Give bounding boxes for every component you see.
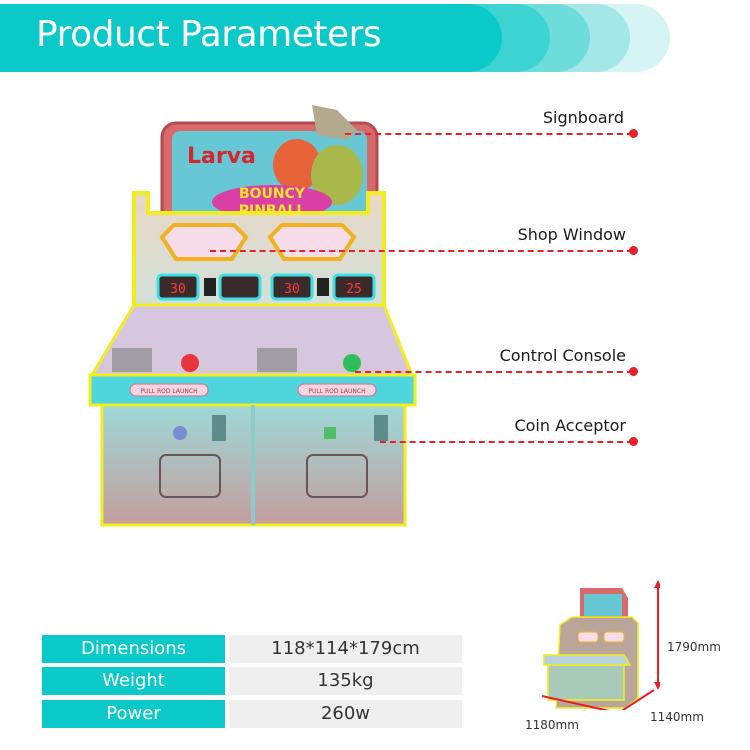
spec-key: Dimensions <box>42 635 225 663</box>
callout-dot-control-console <box>629 367 638 376</box>
launch-label-right: PULL ROD LAUNCH <box>308 388 365 395</box>
callout-label-shop-window: Shop Window <box>517 225 626 244</box>
callout-line-coin-acceptor <box>380 441 633 443</box>
base-cabinet <box>100 403 407 527</box>
callout-label-coin-acceptor: Coin Acceptor <box>514 416 626 435</box>
callout-dot-signboard <box>629 129 638 138</box>
spec-value: 118*114*179cm <box>229 635 462 663</box>
dimension-diagram <box>541 580 660 710</box>
dimension-width: 1180mm <box>525 718 579 732</box>
spec-value: 260w <box>229 700 462 728</box>
page-title: Product Parameters <box>36 14 382 55</box>
spec-row: Weight 135kg <box>42 667 462 695</box>
callout-dot-coin-acceptor <box>629 437 638 446</box>
banner-main <box>0 4 502 72</box>
callout-label-control-console: Control Console <box>499 346 626 365</box>
spec-key: Weight <box>42 667 225 695</box>
callout-line-control-console <box>355 371 633 373</box>
spec-row: Dimensions 118*114*179cm <box>42 635 462 663</box>
score-display-1: 30 <box>170 282 186 297</box>
score-display-4: 25 <box>346 282 362 297</box>
dimension-depth: 1140mm <box>650 710 704 724</box>
spec-row: Power 260w <box>42 700 462 728</box>
dimension-height: 1790mm <box>667 640 721 654</box>
score-display-3: 30 <box>284 282 300 297</box>
header-banner: Product Parameters <box>0 4 670 72</box>
launch-label-left: PULL ROD LAUNCH <box>140 388 197 395</box>
signboard: Larva BOUNCY PINBALL <box>160 105 379 230</box>
callout-dot-shop-window <box>629 246 638 255</box>
callout-line-signboard <box>345 133 633 135</box>
spec-key: Power <box>42 700 225 728</box>
spec-value: 135kg <box>229 667 462 695</box>
playfield <box>89 303 415 377</box>
signboard-brand: Larva <box>187 144 256 169</box>
arcade-machine-image: Larva BOUNCY PINBALL 30 30 25 PULL ROD L <box>88 105 417 527</box>
signboard-logo-line1: BOUNCY <box>239 186 306 202</box>
callout-line-shop-window <box>210 250 633 252</box>
callout-label-signboard: Signboard <box>542 108 624 127</box>
